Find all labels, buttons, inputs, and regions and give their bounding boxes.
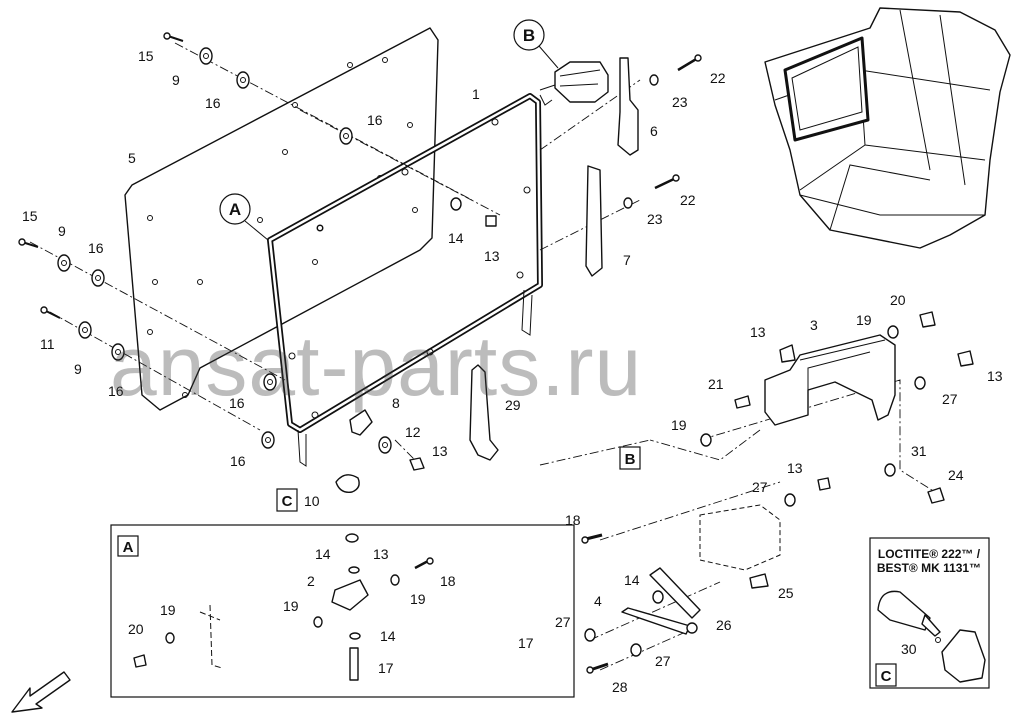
part-number: 22 [680,192,696,208]
loctite-line1: LOCTITE® 222™ / [878,547,981,561]
loctite-bottle-icon [877,590,986,683]
part-number: 9 [58,223,66,239]
part-number: 14 [380,628,396,644]
bolts-22 [623,54,702,209]
part-number: 10 [304,493,320,509]
part-number: 31 [911,443,927,459]
label-box-c-ref: C [276,488,298,512]
label-box-c: C [875,663,897,687]
bracket-7 [585,165,603,277]
clip-8 [349,409,373,436]
part-number: 26 [716,617,732,633]
svg-text:C: C [881,668,892,685]
part-number: 19 [856,312,872,328]
part-number: 9 [74,361,82,377]
callout-b: B [513,19,559,69]
part-number: 16 [230,453,246,469]
detail-a-drawing [133,533,434,681]
part-number: 16 [108,383,124,399]
part-number: 15 [22,208,38,224]
part-number: 24 [948,467,964,483]
part-number: 3 [810,317,818,333]
detail-a-frame [110,524,575,698]
part-number: 23 [647,211,663,227]
part-number: 28 [612,679,628,695]
part-number: 21 [708,376,724,392]
svg-text:A: A [229,200,241,219]
part-number: 5 [128,150,136,166]
part-number: 17 [518,635,534,651]
part-number: 14 [315,546,331,562]
part-number: 15 [138,48,154,64]
loctite-line2: BEST® MK 1131™ [877,561,981,575]
part-number: 22 [710,70,726,86]
part-number: 25 [778,585,794,601]
cap-10 [335,474,360,493]
part-number: 6 [650,123,658,139]
part-number: 13 [432,443,448,459]
part-number: 27 [752,479,768,495]
svg-text:B: B [625,451,636,468]
handle-29 [469,364,499,461]
part-number: 7 [623,252,631,268]
part-number: 27 [942,391,958,407]
bracket-6 [617,57,639,156]
part-number: 13 [750,324,766,340]
part-number: 13 [373,546,389,562]
fasteners-left [18,32,497,471]
part-number: 1 [472,86,480,102]
part-number: 27 [655,653,671,669]
part-number: 23 [672,94,688,110]
svg-text:B: B [523,26,535,45]
part-number: 17 [378,660,394,676]
part-number: 14 [448,230,464,246]
part-number: 8 [392,395,400,411]
watermark: ansat-parts.ru [110,319,642,413]
svg-text:A: A [123,539,134,556]
part-number: 16 [205,95,221,111]
part-number: 11 [40,336,55,352]
part-number: 18 [440,573,456,589]
detail-b-assembly [541,311,974,674]
part-number: 30 [901,641,917,657]
part-number: 4 [594,593,602,609]
cab-thumbnail [764,7,1011,249]
part-number: 9 [172,72,180,88]
part-number: 19 [160,602,176,618]
part-number: 19 [671,417,687,433]
callout-a: A [219,193,269,241]
part-number: 13 [787,460,803,476]
part-number: 19 [283,598,299,614]
part-number: 16 [88,240,104,256]
part-number: 16 [229,395,245,411]
part-number: 20 [128,621,144,637]
part-number: 13 [987,368,1003,384]
latch-b [539,61,609,106]
part-number: 20 [890,292,906,308]
part-number: 29 [505,397,521,413]
svg-text:C: C [282,493,293,510]
label-box-a: A [117,535,139,557]
part-number: 18 [565,512,581,528]
part-number: 2 [307,573,315,589]
part-number: 14 [624,572,640,588]
side-panel-5 [124,27,439,411]
part-number: 16 [367,112,383,128]
part-number: 27 [555,614,571,630]
part-number: 13 [484,248,500,264]
label-box-b: B [619,446,641,470]
part-numbers: 15 9 16 16 5 1 22 23 6 22 23 7 14 13 15 … [22,48,1003,695]
direction-arrow-icon [11,671,71,713]
part-number: 12 [405,424,421,440]
part-number: 19 [410,591,426,607]
